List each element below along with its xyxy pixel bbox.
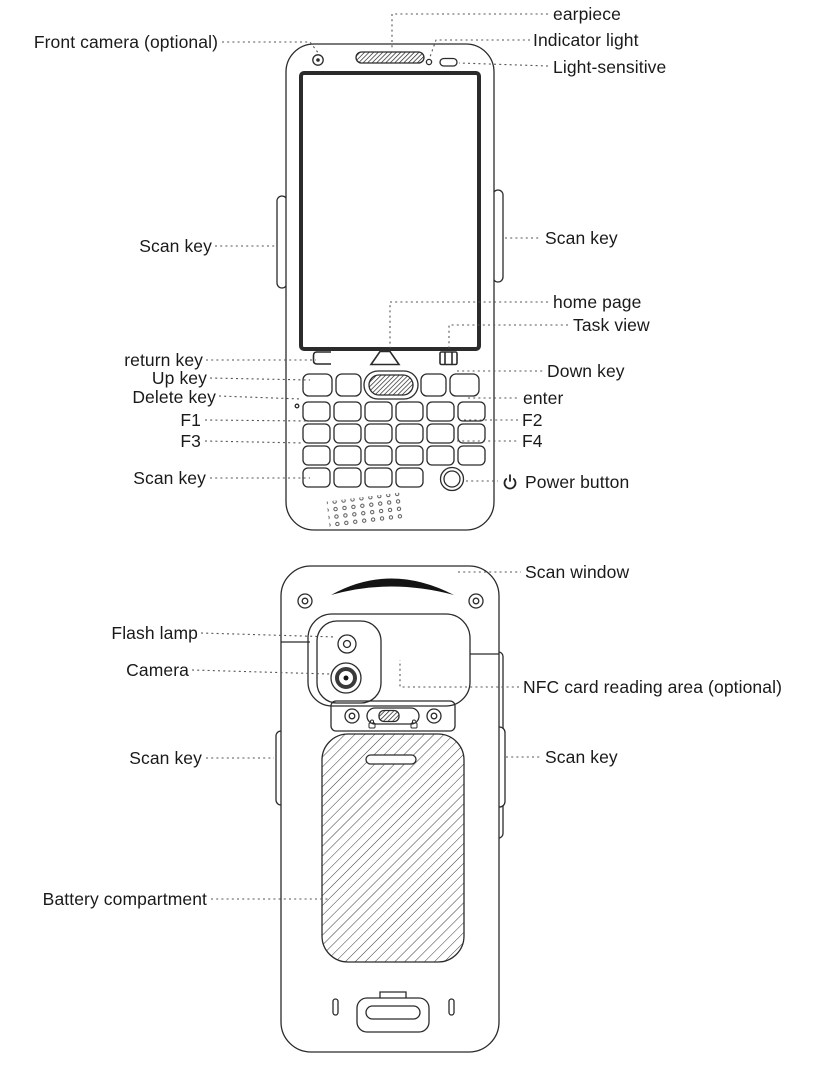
return-key-icon — [312, 351, 331, 365]
home-key-icon — [369, 350, 401, 366]
mic-hole — [294, 403, 300, 409]
leader-light-sensitive — [458, 62, 549, 67]
keypad-row — [302, 467, 424, 488]
label-task-view: Task view — [573, 315, 650, 335]
label-scan-key-front-left: Scan key — [139, 236, 212, 256]
label-nfc-area: NFC card reading area (optional) — [523, 677, 783, 697]
front-device-drawing — [276, 43, 504, 531]
leader-f3 — [204, 440, 304, 444]
strap-mount — [356, 991, 430, 1033]
leader-flash-lamp — [200, 632, 337, 638]
leader-indicator-light — [429, 39, 530, 58]
label-delete-key: Delete key — [132, 387, 216, 407]
keypad-row — [302, 401, 486, 422]
label-home-page: home page — [553, 292, 642, 312]
label-f2: F2 — [522, 410, 543, 430]
earpiece-grille — [355, 51, 425, 64]
back-device-drawing — [275, 565, 506, 1053]
lock-open-icon — [410, 719, 418, 729]
leader-home-page — [389, 301, 548, 348]
label-enter: enter — [523, 388, 564, 408]
label-front-camera: Front camera (optional) — [33, 32, 218, 52]
leader-nfc-area — [399, 660, 519, 688]
label-battery-compartment: Battery compartment — [42, 889, 207, 909]
f1-key — [302, 423, 331, 444]
f2-key — [457, 423, 486, 444]
keypad-row — [302, 423, 486, 444]
leader-earpiece — [391, 13, 548, 50]
f3-key — [302, 445, 331, 466]
label-down-key: Down key — [547, 361, 625, 381]
camera-module — [307, 613, 471, 707]
label-scan-key-front-bottom: Scan key — [133, 468, 206, 488]
lock-closed-icon — [368, 719, 376, 729]
camera-island — [316, 620, 382, 704]
label-camera: Camera — [126, 660, 189, 680]
front-camera-icon — [312, 54, 324, 66]
label-f3: F3 — [180, 431, 201, 451]
label-return-key: return key — [124, 350, 203, 370]
battery-cover — [321, 733, 465, 963]
screw-top-left — [297, 593, 313, 609]
label-power-button: Power button — [502, 472, 629, 492]
label-up-key: Up key — [151, 368, 207, 388]
enter-key — [449, 373, 480, 397]
leader-up-key — [209, 377, 311, 381]
label-flash-lamp: Flash lamp — [111, 623, 198, 643]
flash-lamp-shape — [337, 634, 357, 654]
screen — [299, 71, 481, 351]
label-scan-key-back-right: Scan key — [545, 747, 618, 767]
leader-delete-key — [218, 395, 302, 400]
down-key — [420, 373, 447, 397]
label-scan-window: Scan window — [525, 562, 630, 582]
label-f4: F4 — [522, 431, 543, 451]
f4-key — [457, 445, 486, 466]
speaker-holes — [326, 492, 404, 530]
leader-lines — [191, 13, 568, 900]
label-scan-key-back-left: Scan key — [129, 748, 202, 768]
label-indicator-light: Indicator light — [533, 30, 639, 50]
label-f1: F1 — [180, 410, 201, 430]
bottom-slot-left — [332, 998, 339, 1016]
up-key — [302, 373, 333, 397]
power-button-key — [439, 466, 465, 492]
keypad-key — [335, 373, 362, 397]
keypad-row — [302, 445, 486, 466]
label-earpiece: earpiece — [553, 4, 621, 24]
bottom-slot-right — [448, 998, 455, 1016]
scan-window-shape — [331, 578, 454, 595]
label-light-sensitive: Light-sensitive — [553, 57, 667, 77]
leader-camera — [191, 669, 331, 675]
label-scan-key-front-right: Scan key — [545, 228, 618, 248]
front-body — [285, 43, 495, 531]
center-scan-key — [363, 370, 419, 400]
screw-top-right — [468, 593, 484, 609]
indicator-light-dot — [425, 58, 433, 66]
leader-task-view — [448, 324, 568, 350]
battery-latch — [330, 700, 456, 732]
power-icon — [502, 474, 518, 490]
leader-f1 — [204, 419, 311, 422]
task-view-icon — [439, 351, 458, 366]
power-button-text: Power button — [525, 472, 630, 492]
light-sensor — [439, 57, 458, 67]
camera-lens — [330, 662, 362, 694]
